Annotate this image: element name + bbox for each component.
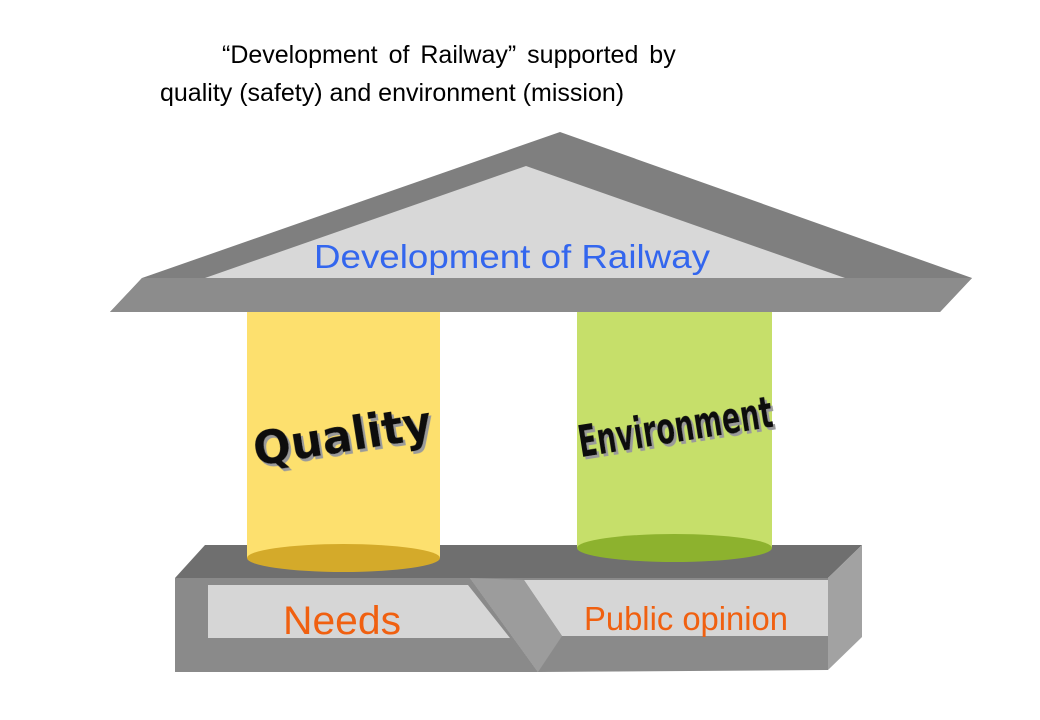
quality-pillar-body <box>247 312 440 558</box>
foundation: Needs Public opinion <box>175 545 862 672</box>
foundation-left-face <box>208 585 510 638</box>
foundation-right-face <box>524 580 828 636</box>
environment-pillar: Environment <box>575 312 776 562</box>
roof: Development of Railway <box>110 132 972 312</box>
environment-pillar-base <box>577 534 772 562</box>
roof-label: Development of Railway <box>314 238 711 275</box>
quality-pillar: Quality <box>247 312 440 572</box>
roof-inner-face <box>205 166 845 278</box>
quality-pillar-base <box>247 544 440 572</box>
foundation-right-side <box>828 545 862 670</box>
needs-label: Needs <box>283 599 401 643</box>
public-opinion-label: Public opinion <box>584 600 788 637</box>
roof-eave <box>110 278 972 312</box>
foundation-joint <box>470 578 562 672</box>
title-line-2: quality (safety) and environment (missio… <box>160 79 625 107</box>
environment-pillar-body <box>577 312 772 548</box>
title-line-1: “Development of Railway” supported by <box>222 41 676 69</box>
